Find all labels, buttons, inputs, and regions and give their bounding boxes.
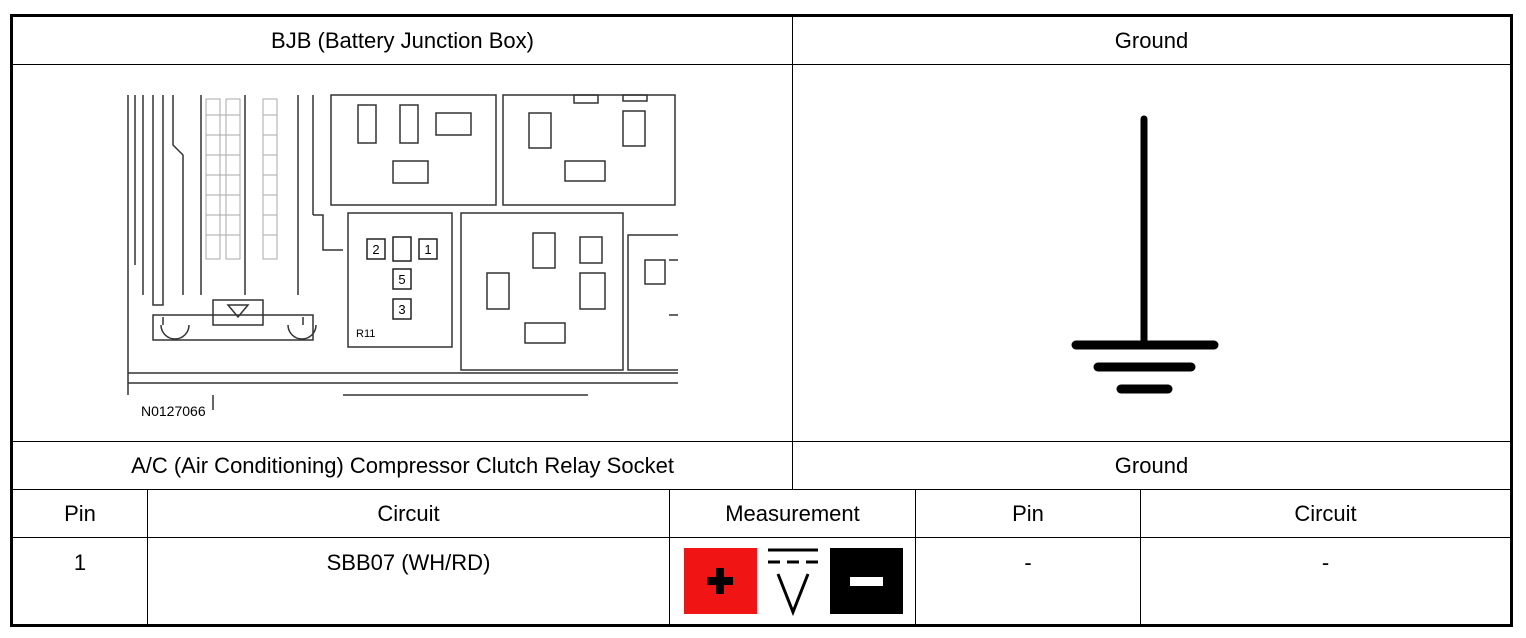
positive-probe-icon: [684, 548, 757, 614]
negative-probe-icon: [830, 548, 903, 614]
connector-relay-socket: A/C (Air Conditioning) Compressor Clutch…: [131, 452, 674, 478]
rule-center: [792, 17, 793, 489]
row-pin-left: 1: [73, 550, 87, 575]
header-bjb: BJB (Battery Junction Box): [271, 27, 534, 53]
col-pin-right: Pin: [1012, 500, 1044, 526]
connector-ground: Ground: [1114, 452, 1189, 478]
header-ground: Ground: [1114, 27, 1189, 53]
rule-col1: [147, 489, 148, 624]
measurement-icons: [670, 538, 915, 624]
ground-icon: [1071, 115, 1219, 394]
rule-col3: [915, 489, 916, 624]
relay-pins: 2 1 5 3: [366, 236, 438, 320]
pin-2-label: 2: [372, 242, 379, 257]
col-measurement: Measurement: [725, 500, 860, 526]
pinout-table: BJB (Battery Junction Box) Ground: [10, 14, 1513, 627]
rule-images: [13, 441, 1510, 442]
row-pin-right: -: [1024, 550, 1032, 575]
rule-col4: [1140, 489, 1141, 624]
col-circuit-right: Circuit: [1294, 500, 1357, 526]
pin-3-label: 3: [398, 302, 405, 317]
dc-voltage-icon: [768, 548, 818, 617]
rule-columns: [13, 537, 1510, 538]
pin-1-label: 1: [424, 242, 431, 257]
rule-header: [13, 64, 1510, 65]
figure-id: N0127066: [141, 403, 206, 419]
relay-label: R11: [356, 328, 375, 340]
rule-connector: [13, 489, 1510, 490]
ground-symbol: [793, 65, 1510, 441]
col-pin-left: Pin: [64, 500, 96, 526]
rule-col2: [669, 489, 670, 624]
bjb-diagram: 2 1 5 3 R11 N0127066: [13, 65, 792, 441]
bjb-diagram-svg: 2 1 5 3 R11 N0127066: [127, 94, 678, 419]
pin-5-label: 5: [398, 272, 405, 287]
col-circuit-left: Circuit: [377, 500, 440, 526]
row-circuit-right: -: [1321, 550, 1330, 575]
row-circuit-left: SBB07 (WH/RD): [326, 550, 491, 575]
